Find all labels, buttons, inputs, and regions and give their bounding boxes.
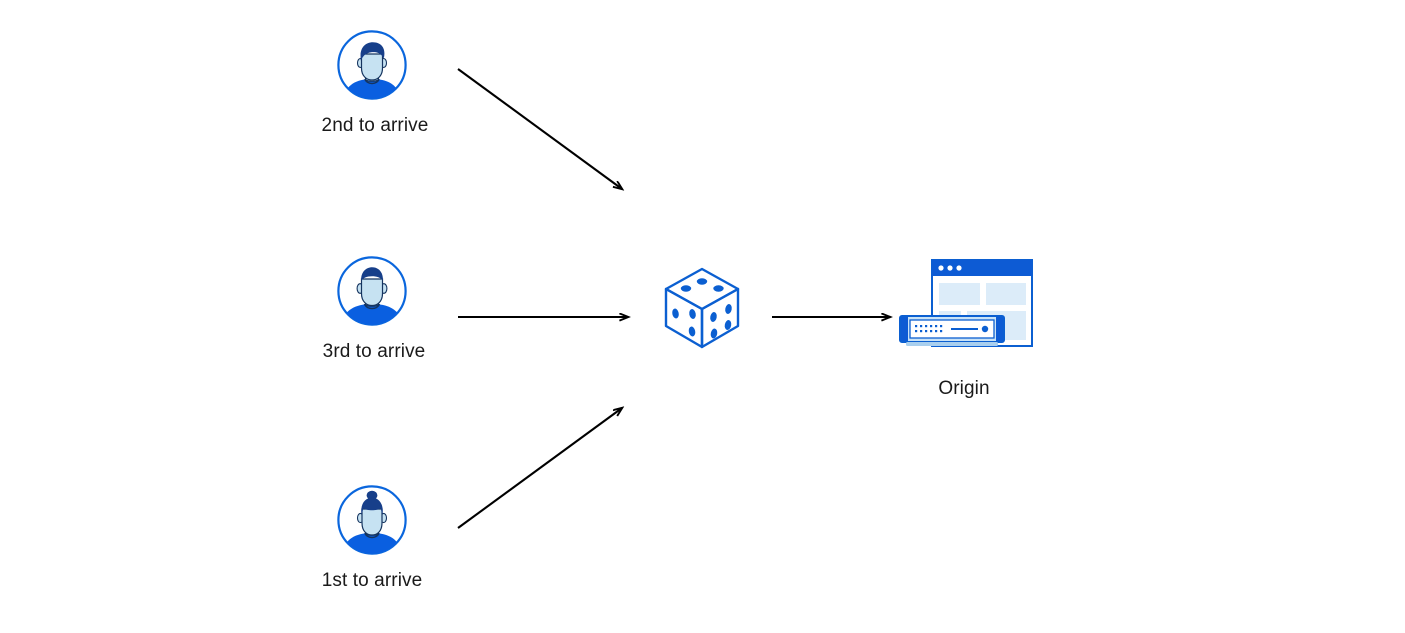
arrow-1st-to-dice — [457, 408, 622, 529]
client-label-3rd: 3rd to arrive — [322, 341, 426, 362]
origin-server-browser-icon — [899, 259, 1033, 347]
server-led-grid — [915, 325, 943, 333]
dice-left-pips — [672, 308, 696, 337]
avatar-short-hair-male-icon — [337, 30, 407, 100]
origin-node[interactable] — [896, 256, 1036, 369]
origin-label: Origin — [938, 378, 990, 399]
client-avatar-3rd[interactable] — [335, 254, 409, 328]
dice-cube-icon — [664, 267, 740, 349]
dice-top-pips — [680, 278, 724, 292]
arrow-2nd-to-dice — [457, 68, 622, 189]
client-label-1st: 1st to arrive — [321, 570, 423, 591]
client-label-2nd: 2nd to arrive — [321, 115, 429, 136]
randomizer-dice[interactable] — [662, 266, 742, 355]
client-avatar-2nd[interactable] — [335, 28, 409, 102]
dice-right-pips — [710, 304, 732, 339]
avatar-crew-cut-male-icon — [337, 256, 407, 326]
client-avatar-1st[interactable] — [335, 483, 409, 557]
avatar-bun-hair-female-icon — [337, 485, 407, 555]
server-device-icon — [899, 315, 1005, 346]
